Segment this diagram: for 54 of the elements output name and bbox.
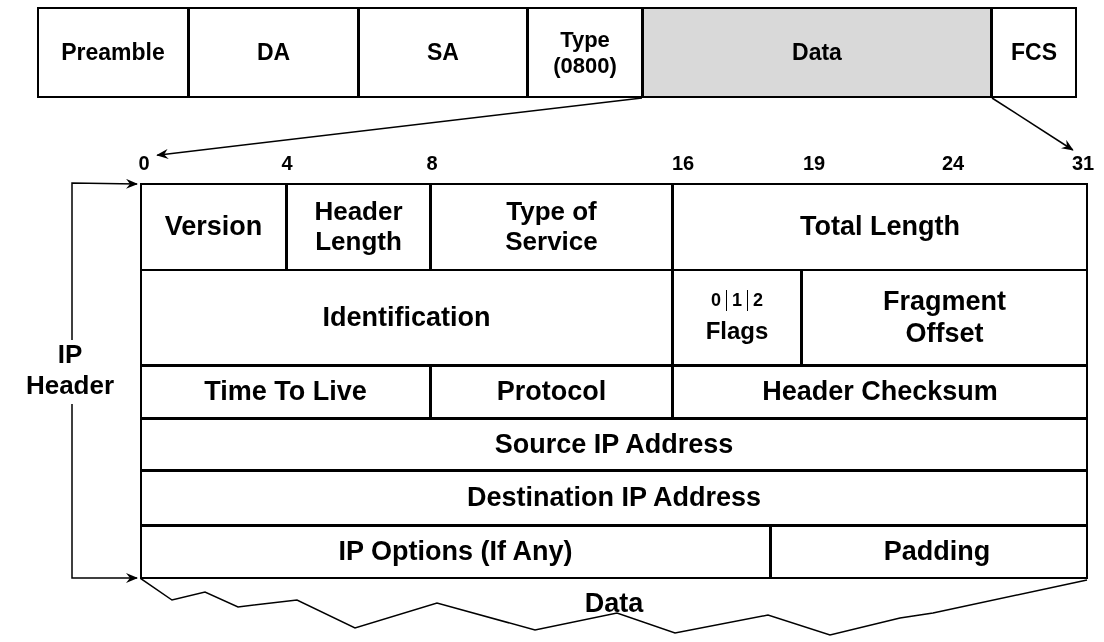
field-label: Source IP Address [494,428,734,460]
field-label: Version [164,211,263,243]
field-box [140,269,673,366]
field-box [140,470,1088,526]
field-label: Data [584,588,644,620]
field-box [140,183,287,271]
field-box [770,525,1088,579]
arrow [156,97,643,159]
bit-number: 0 [709,290,722,312]
field-box [37,7,189,98]
field-box [672,365,1088,419]
bit-number: 16 [671,151,695,175]
field-label: Padding [883,536,991,568]
bit-number: 2 [747,290,768,312]
bit-number: 1 [726,290,747,312]
field-box [672,183,1088,271]
field-label: FCS [1011,39,1057,66]
field-label: Header Length [313,197,404,257]
bit-number: 4 [281,151,293,175]
field-label: Flags [705,317,769,345]
bit-number: 24 [941,151,965,175]
arrow [991,97,1074,151]
field-label: Fragment Offset [882,286,1007,349]
field-label: Type of Service [504,197,599,257]
field-label: Identification [322,301,491,333]
bit-number: 8 [426,151,438,175]
bracket-label: IP Header [24,338,116,402]
field-box [801,269,1088,366]
field-label: Destination IP Address [466,482,762,514]
data-payload-shape [140,578,1088,638]
field-label: Header Checksum [762,376,998,408]
field-box [358,7,528,98]
field-label: DA [256,39,291,66]
field-box [642,7,992,98]
field-box [140,418,1088,471]
field-box [430,365,673,419]
field-box [991,7,1077,98]
field-box [140,365,431,419]
field-label: Time To Live [204,376,367,408]
field-box [140,525,771,579]
field-label: Preamble [61,39,165,66]
field-label: Type (0800) [552,27,618,78]
field-box [430,183,673,271]
field-box [286,183,431,271]
field-label: Total Length [800,211,960,243]
bit-number: 0 [133,150,155,176]
field-label: IP Options (If Any) [338,536,573,568]
field-label: SA [427,39,459,66]
field-box [188,7,359,98]
field-label: Data [792,39,842,66]
bit-number: 31 [1066,150,1100,176]
bit-number: 19 [802,151,826,175]
field-label: Protocol [496,376,607,408]
field-box [672,269,802,366]
